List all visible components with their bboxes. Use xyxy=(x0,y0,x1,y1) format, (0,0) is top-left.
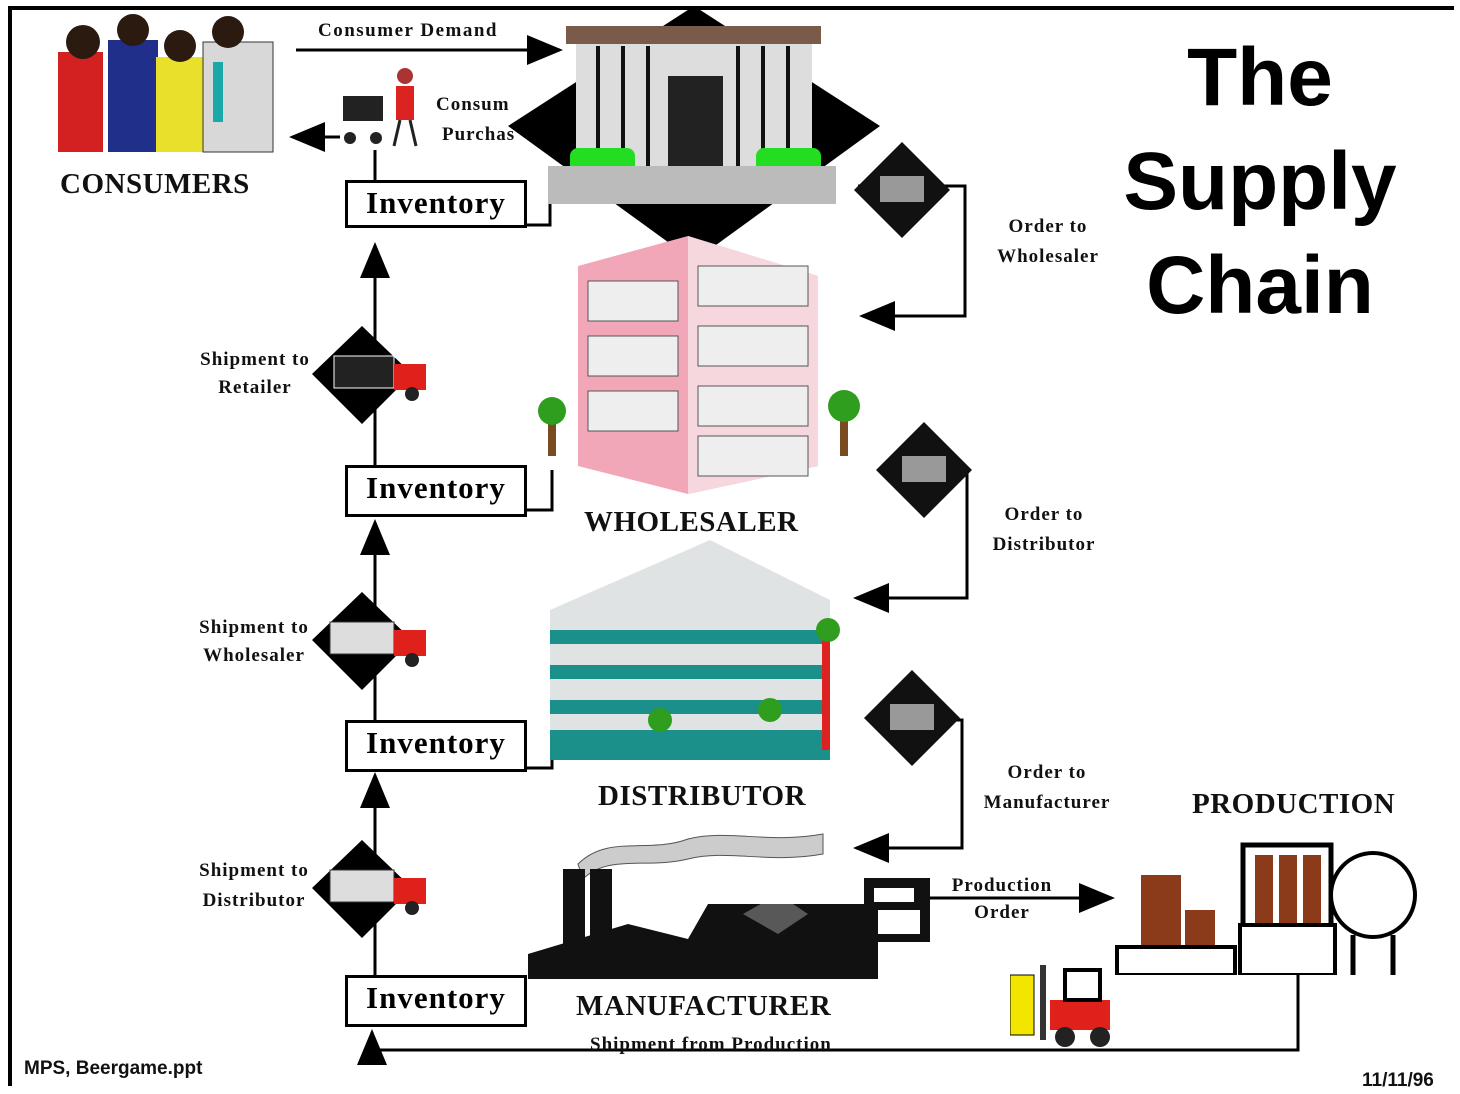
consumer-demand-label: Consumer Demand xyxy=(318,20,498,41)
shipment-to-distributor-line-2: Distributor xyxy=(202,890,306,911)
consumer-purchases-label-1: Consum xyxy=(436,94,510,115)
manufacturer-label: MANUFACTURER xyxy=(576,990,832,1022)
production-order-line-1: Production xyxy=(951,875,1053,896)
shipment-to-distributor-label: Shipment to Distributor xyxy=(190,856,318,916)
page-frame xyxy=(8,6,1454,1086)
production-label: PRODUCTION xyxy=(1192,788,1396,820)
truck-distributor-icon xyxy=(312,840,426,938)
shipment-to-retailer-line-2: Retailer xyxy=(218,377,292,398)
inventory-box-wholesaler: Inventory xyxy=(345,465,527,517)
consumer-purchases-label-2: Purchas xyxy=(442,124,516,145)
wholesaler-label: WHOLESALER xyxy=(584,506,799,538)
shopper-cart-icon xyxy=(343,68,418,147)
order-to-wholesaler-label: Order to Wholesaler xyxy=(986,212,1110,272)
title-line-1: The xyxy=(1187,32,1333,123)
order-to-distributor-line-1: Order to xyxy=(1004,504,1084,525)
truck-retailer-icon xyxy=(312,326,426,424)
inventory-box-retailer: Inventory xyxy=(345,180,527,228)
forklift-icon xyxy=(1010,965,1110,1047)
consumers-people-icon xyxy=(58,14,274,153)
order-to-manufacturer-label: Order to Manufacturer xyxy=(976,758,1118,818)
production-order-label: Production Order xyxy=(944,872,1060,926)
consumers-label: CONSUMERS xyxy=(60,168,250,200)
shipment-to-retailer-label: Shipment to Retailer xyxy=(192,346,318,402)
page-title: The Supply Chain xyxy=(1100,26,1420,338)
shipment-to-retailer-line-1: Shipment to xyxy=(200,349,310,370)
retailer-store-icon xyxy=(508,6,880,261)
shipment-to-wholesaler-label: Shipment to Wholesaler xyxy=(190,614,318,670)
production-order-line-2: Order xyxy=(974,902,1030,923)
order-to-manufacturer-line xyxy=(853,718,964,863)
order-to-wholesaler-line-1: Order to xyxy=(1008,216,1088,237)
shipment-to-distributor-line-1: Shipment to xyxy=(199,860,309,881)
manufacturer-factory-icon xyxy=(528,833,878,979)
distributor-building-icon xyxy=(550,540,840,760)
order-to-wholesaler-line-2: Wholesaler xyxy=(997,246,1099,267)
shipment-from-production-line xyxy=(357,975,1300,1065)
title-line-3: Chain xyxy=(1146,240,1374,331)
order-fax-icon-1 xyxy=(854,142,950,238)
shipment-to-wholesaler-line-1: Shipment to xyxy=(199,617,309,638)
production-plant-icon xyxy=(1115,842,1417,975)
truck-wholesaler-icon xyxy=(312,592,426,690)
shipment-from-production-label: Shipment from Production xyxy=(590,1034,832,1055)
order-to-distributor-line-2: Distributor xyxy=(992,534,1096,555)
shipment-to-wholesaler-line-2: Wholesaler xyxy=(203,645,305,666)
inventory-box-distributor: Inventory xyxy=(345,720,527,772)
footer-source: MPS, Beergame.ppt xyxy=(24,1058,203,1079)
inventory-box-manufacturer: Inventory xyxy=(345,975,527,1027)
order-fax-icon-2 xyxy=(876,422,972,518)
distributor-label: DISTRIBUTOR xyxy=(598,780,807,812)
order-to-manufacturer-line-1: Order to xyxy=(1007,762,1087,783)
footer-date: 11/11/96 xyxy=(1362,1070,1434,1091)
order-to-manufacturer-line-2: Manufacturer xyxy=(983,792,1111,813)
order-fax-icon-3 xyxy=(864,670,960,766)
title-line-2: Supply xyxy=(1123,136,1397,227)
order-to-distributor-label: Order to Distributor xyxy=(986,500,1102,560)
wholesaler-building-icon xyxy=(538,236,860,494)
